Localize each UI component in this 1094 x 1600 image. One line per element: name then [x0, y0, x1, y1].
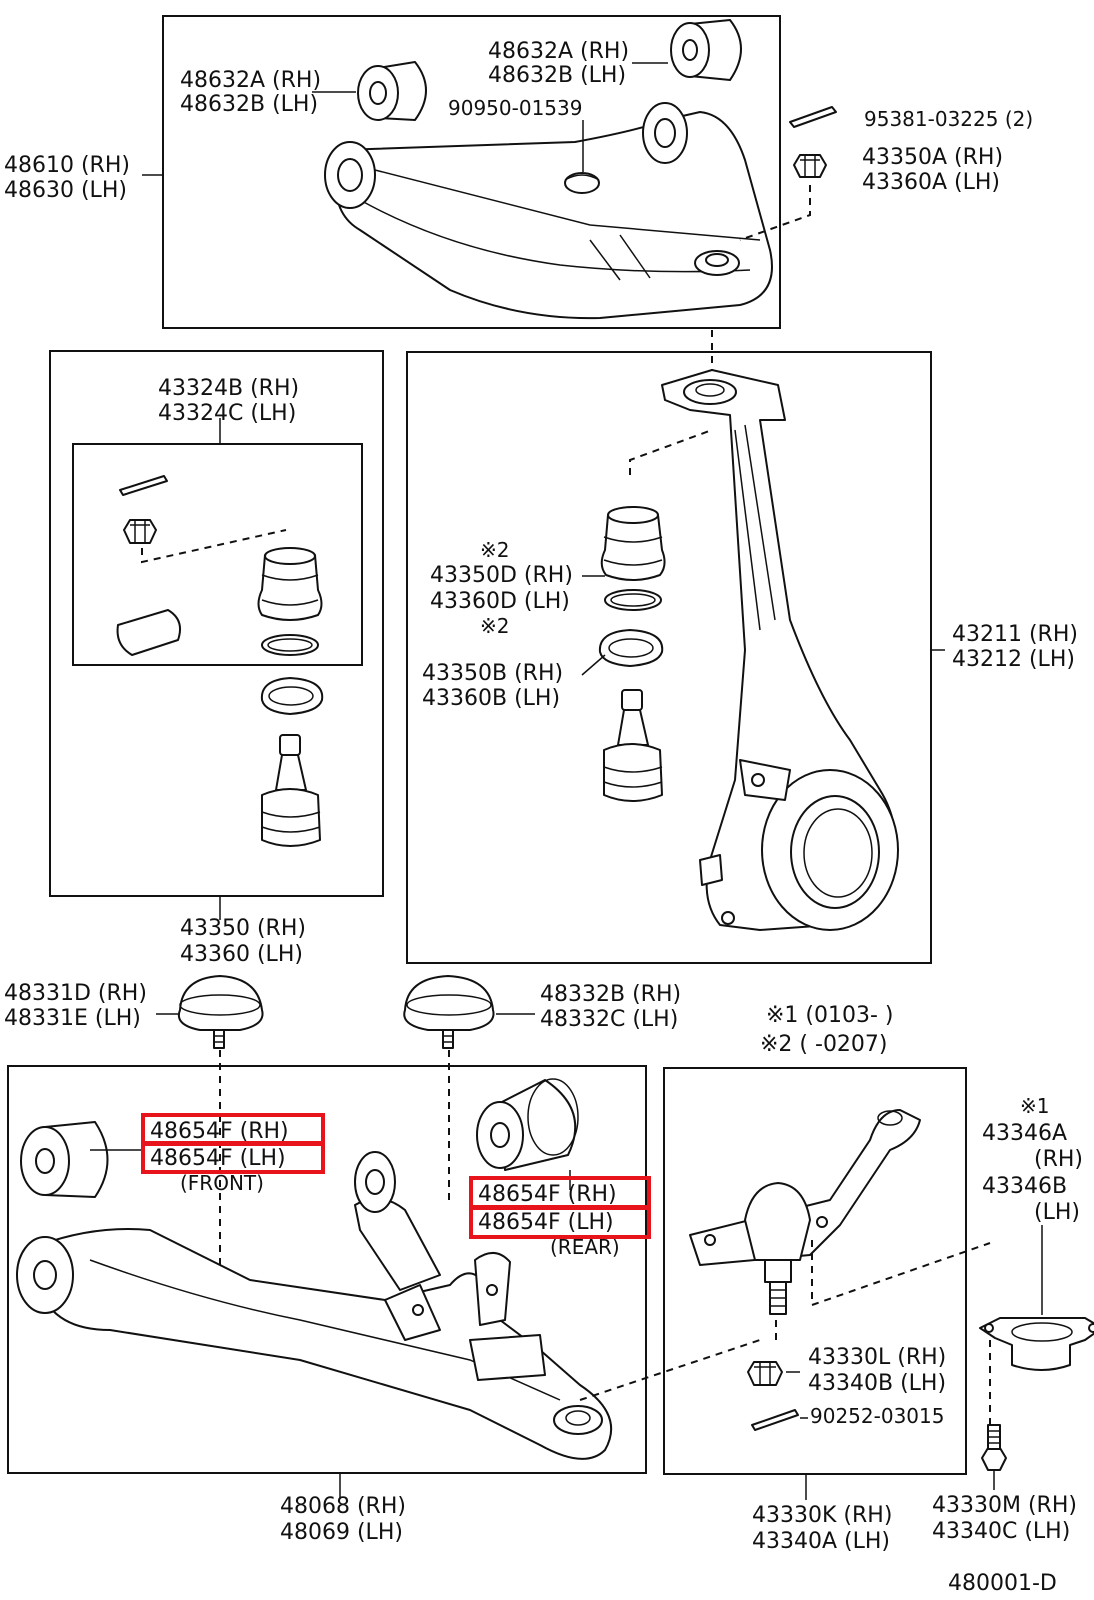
label-bumper-rear-rh: 48332B (RH) — [540, 982, 681, 1007]
label-cover-lh-code: 43346B — [982, 1174, 1067, 1199]
lower-castle-nut — [747, 1361, 783, 1386]
highlight-front-lh — [141, 1141, 325, 1174]
label-lower-rear-lh: 48654F (LH) — [478, 1210, 614, 1235]
ring-center — [604, 589, 662, 611]
label-snap-rh: 43350B (RH) — [422, 661, 563, 686]
kit-boot — [257, 547, 323, 621]
lower-bushing-rear — [476, 1078, 579, 1171]
label-balljoint-lh: 43360 (LH) — [180, 942, 303, 967]
label-lower-front-lh: 48654F (LH) — [150, 1146, 286, 1171]
label-nut-top-rh: 43350A (RH) — [862, 145, 1003, 170]
boot-center — [600, 506, 666, 581]
label-lower-nut-rh: 43330L (RH) — [808, 1345, 946, 1370]
label-cover-lh: (LH) — [1034, 1200, 1080, 1225]
kit-ring — [261, 634, 319, 656]
ball-joint-left — [261, 734, 321, 847]
lower-bushing-front — [20, 1121, 109, 1198]
ball-joint-kit-frame — [49, 350, 384, 897]
label-upper-arm-rh: 48610 (RH) — [4, 153, 130, 178]
ball-joint-kit-inner-frame — [72, 443, 363, 666]
kit-cotter-pin — [119, 475, 168, 496]
label-upper-bush-right-rh: 48632A (RH) — [488, 39, 629, 64]
lower-arm-to-nut-dash — [579, 1339, 761, 1401]
label-note2-range: ※2 ( -0207) — [760, 1032, 888, 1057]
label-upper-bush-right-lh: 48632B (LH) — [488, 63, 626, 88]
label-lower-rear-rh: 48654F (RH) — [478, 1182, 617, 1207]
label-lower-front-rh: 48654F (RH) — [150, 1119, 289, 1144]
label-bumper-rear-lh: 48332C (LH) — [540, 1007, 678, 1032]
leader-snap-center — [581, 654, 606, 676]
lower-ball-joint-frame — [663, 1067, 967, 1475]
label-plug: 90950-01539 — [448, 96, 582, 120]
snap-ring-center — [598, 629, 664, 667]
label-balljoint-rh: 43350 (RH) — [180, 916, 306, 941]
lower-joint-dash — [811, 1240, 991, 1307]
label-knuckle-lh: 43212 (LH) — [952, 647, 1075, 672]
label-lower-arm-lh: 48069 (LH) — [280, 1520, 403, 1545]
label-lower-nut-lh: 43340B (LH) — [808, 1371, 946, 1396]
dust-cover — [979, 1317, 1094, 1371]
label-boot-lh: 43360D (LH) — [430, 589, 570, 614]
kit-grease-tube — [116, 609, 181, 656]
lower-cotter-pin — [751, 1409, 799, 1431]
knuckle-frame — [406, 351, 932, 964]
label-lower-balljoint-rh: 43330K (RH) — [752, 1503, 892, 1528]
bumper-rear — [403, 975, 495, 1049]
label-cover-rh: (RH) — [1034, 1147, 1083, 1172]
upper-bushing-right — [670, 19, 742, 81]
bolt-part — [981, 1424, 1007, 1471]
lower-ball-joint — [689, 1109, 921, 1315]
label-kit-rh: 43324B (RH) — [158, 376, 299, 401]
lower-arm-frame — [7, 1065, 647, 1474]
label-note1-range: ※1 (0103- ) — [766, 1003, 894, 1028]
label-lower-arm-rh: 48068 (RH) — [280, 1494, 406, 1519]
upper-bushing-left — [357, 61, 427, 121]
nut-dash-line — [739, 185, 811, 241]
label-cover-rh-code: 43346A — [982, 1121, 1067, 1146]
label-bolt-rh: 43330M (RH) — [932, 1493, 1077, 1518]
plug-part — [564, 172, 600, 194]
kit-nut-dash — [141, 529, 287, 564]
steering-knuckle — [661, 369, 899, 931]
label-bolt-lh: 43340C (LH) — [932, 1519, 1070, 1544]
diagram-id: 480001-D — [948, 1571, 1057, 1596]
label-upper-bush-left-rh: 48632A (RH) — [180, 68, 321, 93]
knuckle-dash-line — [629, 429, 713, 475]
label-lower-balljoint-lh: 43340A (LH) — [752, 1529, 890, 1554]
label-boot-rh: 43350D (RH) — [430, 563, 573, 588]
bumper-front — [178, 975, 264, 1049]
label-note1-c: ※1 — [1020, 1094, 1049, 1118]
kit-castle-nut — [123, 519, 157, 544]
label-snap-lh: 43360B (LH) — [422, 686, 560, 711]
upper-arm-frame — [162, 15, 781, 329]
lower-arm-drawing — [16, 1151, 613, 1460]
label-note2-b: ※2 — [480, 614, 509, 638]
label-bumper-front-lh: 48331E (LH) — [4, 1006, 141, 1031]
ball-joint-center — [603, 689, 663, 802]
label-lower-pin: 90252-03015 — [810, 1404, 944, 1428]
label-upper-bush-left-lh: 48632B (LH) — [180, 92, 318, 117]
label-note2-a: ※2 — [480, 538, 509, 562]
label-kit-lh: 43324C (LH) — [158, 401, 296, 426]
label-upper-arm-lh: 48630 (LH) — [4, 178, 127, 203]
upper-arm-drawing — [324, 102, 773, 320]
label-cotter-pin-top: 95381-03225 (2) — [864, 107, 1033, 131]
snap-ring-left — [260, 677, 324, 715]
label-front-tag: (FRONT) — [180, 1171, 264, 1195]
label-nut-top-lh: 43360A (LH) — [862, 170, 1000, 195]
label-knuckle-rh: 43211 (RH) — [952, 622, 1078, 647]
label-bumper-front-rh: 48331D (RH) — [4, 981, 147, 1006]
cotter-pin-top — [789, 106, 837, 128]
castle-nut-top — [793, 154, 827, 178]
highlight-rear-lh — [469, 1205, 651, 1239]
